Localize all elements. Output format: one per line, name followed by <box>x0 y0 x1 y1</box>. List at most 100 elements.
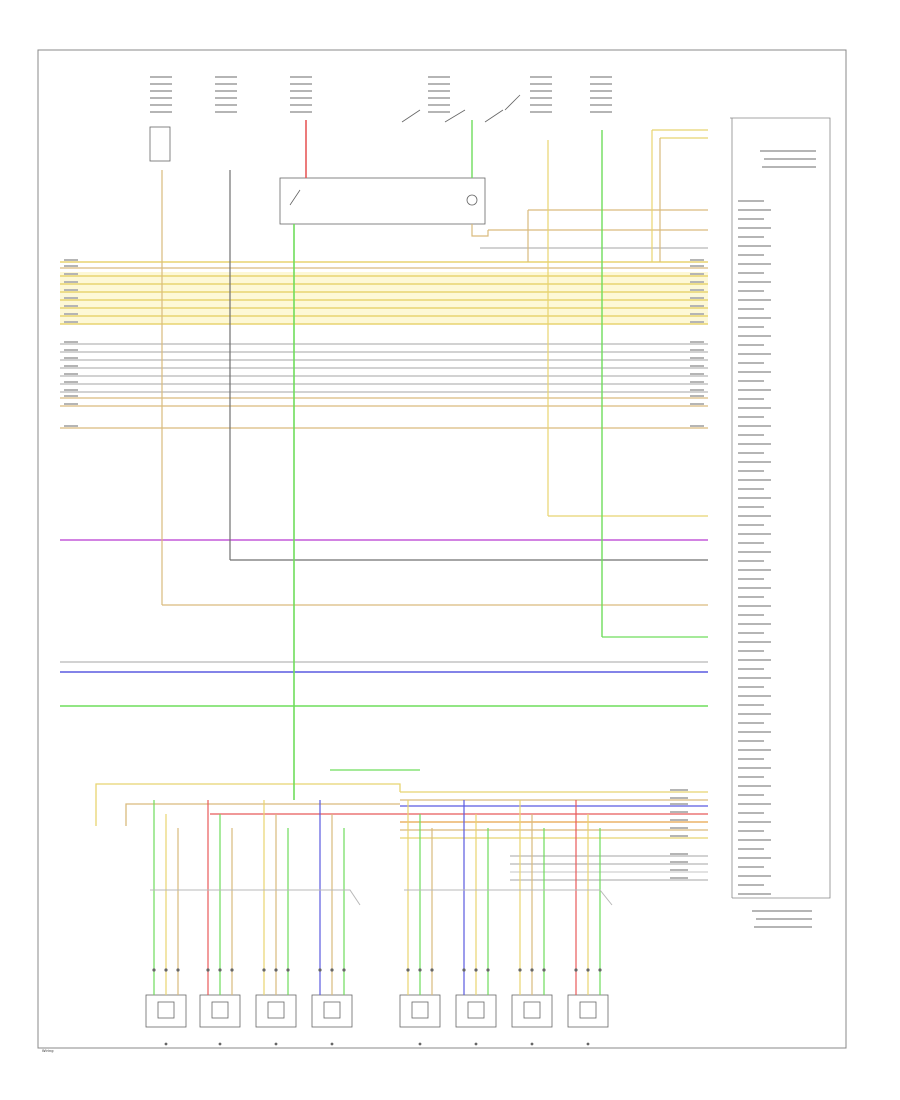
relay-box <box>279 177 486 225</box>
module-title-label <box>760 150 816 152</box>
wire-label-left <box>64 365 78 367</box>
connector-pin <box>418 968 422 972</box>
wire-label-right <box>690 381 704 383</box>
sensor-ground-pin <box>274 1042 278 1046</box>
module-pin-label <box>738 362 764 364</box>
wire-label-left <box>64 389 78 391</box>
wire-label-right <box>690 365 704 367</box>
wire-label-left <box>64 321 78 323</box>
module-title-label-bottom <box>756 918 812 920</box>
connector-pin <box>486 968 490 972</box>
connector-pin <box>342 968 346 972</box>
module-pin-label <box>738 659 771 661</box>
wire-label-left <box>64 273 78 275</box>
shield-line-right <box>404 889 613 906</box>
wire-label-right <box>690 349 704 351</box>
top-component-label <box>150 90 172 92</box>
sensor-box-top-left <box>149 126 171 162</box>
connector-pin <box>218 968 222 972</box>
wire-label-right <box>690 403 704 405</box>
module-pin-label <box>738 749 771 751</box>
bottom-bus-label <box>670 811 688 813</box>
top-component-label <box>428 97 450 99</box>
top-component-label <box>428 76 450 78</box>
module-pin-label <box>738 533 771 535</box>
module-pin-label <box>738 416 764 418</box>
module-pin-label <box>738 848 764 850</box>
module-pin-label <box>738 866 764 868</box>
module-pin-label <box>738 767 771 769</box>
module-pin-label <box>738 470 764 472</box>
top-component-label <box>590 83 612 85</box>
module-pin-label <box>738 668 764 670</box>
connector-pin <box>530 968 534 972</box>
module-pin-label <box>738 236 764 238</box>
module-pin-label <box>738 893 771 895</box>
sensor-inner-2 <box>211 1001 229 1019</box>
connector-pin <box>518 968 522 972</box>
module-pin-label <box>738 515 771 517</box>
wire-label-right <box>690 289 704 291</box>
module-pin-label <box>738 335 771 337</box>
top-component-label <box>215 90 237 92</box>
top-component-label <box>590 111 612 113</box>
connector-pin <box>152 968 156 972</box>
module-pin-label <box>738 614 764 616</box>
ignition-switch-1 <box>401 94 521 123</box>
top-component-label <box>530 104 552 106</box>
bottom-bus-label <box>670 803 688 805</box>
top-component-label <box>590 76 612 78</box>
wire-label-left <box>64 349 78 351</box>
wire-label-left <box>64 305 78 307</box>
module-pin-label <box>738 857 771 859</box>
bottom-bus-label <box>670 861 688 863</box>
module-pin-label <box>738 803 771 805</box>
module-title-label <box>764 158 816 160</box>
module-pin-label <box>738 704 764 706</box>
connector-pin <box>230 968 234 972</box>
wire-label-right <box>690 395 704 397</box>
module-pin-label <box>738 632 764 634</box>
top-component-label <box>428 90 450 92</box>
connector-pin <box>406 968 410 972</box>
sensor-inner-6 <box>467 1001 485 1019</box>
top-component-label <box>590 97 612 99</box>
wire-label-left <box>64 297 78 299</box>
module-pin-label <box>738 722 764 724</box>
module-pin-label <box>738 776 764 778</box>
module-pin-label <box>738 839 771 841</box>
wire-label-right <box>690 273 704 275</box>
sensor-ground-pin <box>474 1042 478 1046</box>
diagram-frame <box>37 49 847 1049</box>
wire-label-right <box>690 321 704 323</box>
module-pin-label <box>738 380 764 382</box>
module-pin-label <box>738 344 764 346</box>
connector-pin <box>474 968 478 972</box>
top-component-label <box>215 104 237 106</box>
top-component-label <box>530 111 552 113</box>
module-pin-label <box>738 560 764 562</box>
sensor-inner-5 <box>411 1001 429 1019</box>
top-component-label <box>215 76 237 78</box>
top-component-label <box>590 104 612 106</box>
top-component-label <box>290 111 312 113</box>
connector-pin <box>176 968 180 972</box>
right-module-outline <box>732 132 831 899</box>
module-pin-label <box>738 497 771 499</box>
module-pin-label <box>738 290 764 292</box>
top-component-label <box>428 104 450 106</box>
module-pin-label <box>738 587 771 589</box>
wire-label-left <box>64 341 78 343</box>
top-component-label <box>530 83 552 85</box>
wire-label-right <box>690 341 704 343</box>
module-pin-label <box>738 605 771 607</box>
sensor-inner-3 <box>267 1001 285 1019</box>
wire-label-left <box>64 395 78 397</box>
wire-label-right <box>690 265 704 267</box>
top-component-label <box>428 111 450 113</box>
sensor-ground-pin <box>586 1042 590 1046</box>
module-pin-label <box>738 506 764 508</box>
sensor-ground-pin <box>330 1042 334 1046</box>
module-pin-label <box>738 452 764 454</box>
